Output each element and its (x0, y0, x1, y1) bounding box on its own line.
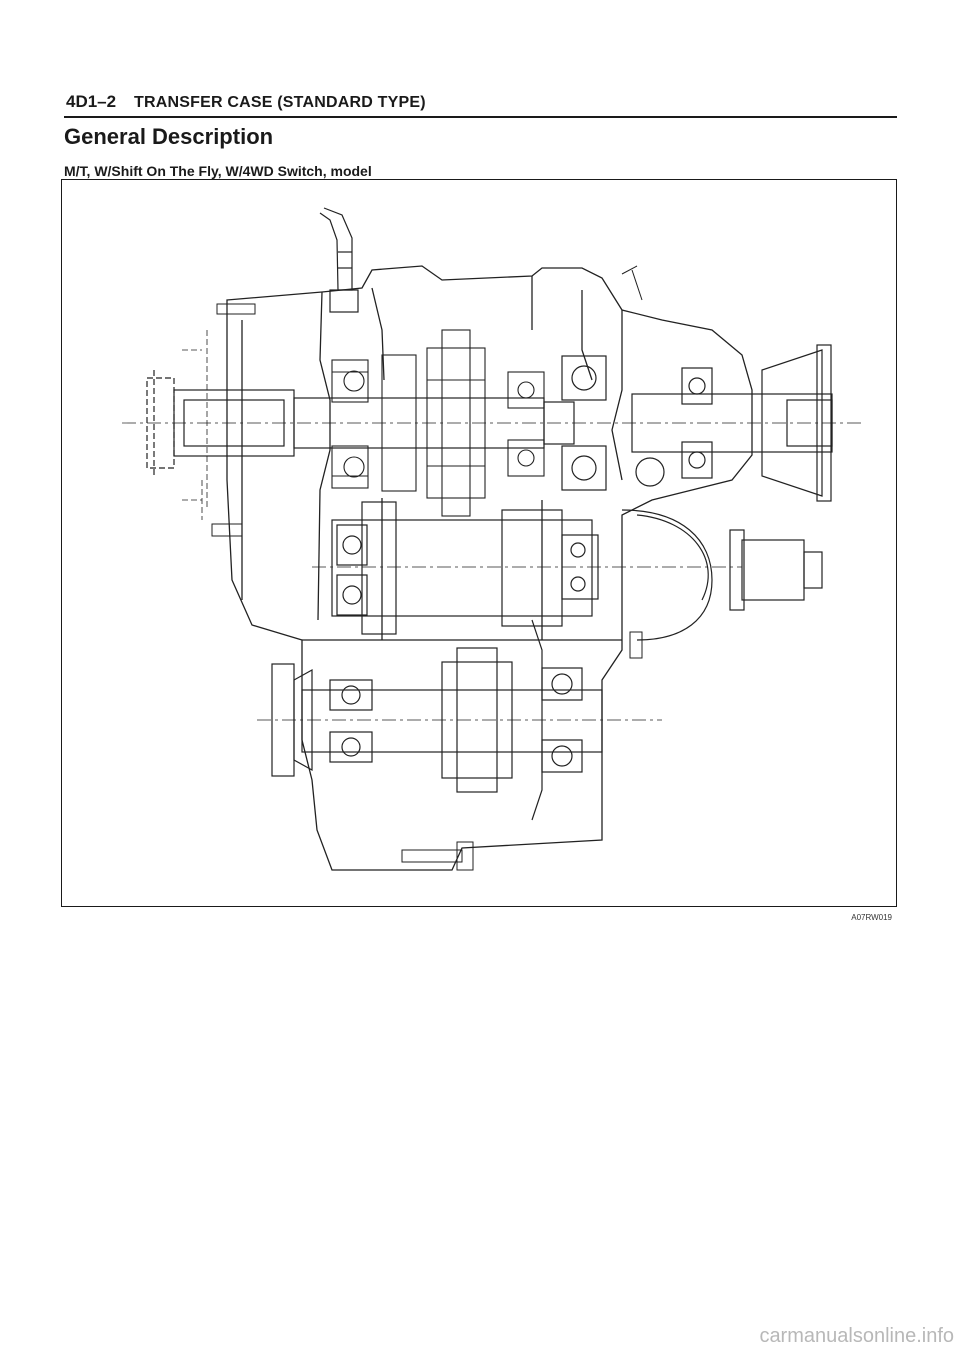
footer-watermark: carmanualsonline.info (759, 1325, 954, 1347)
page-number: 4D1–2 (66, 92, 117, 111)
4wd-switch (621, 509, 823, 641)
section-title: General Description (64, 124, 274, 149)
rear-output-shaft (271, 619, 603, 821)
housing-outline (226, 265, 753, 871)
front-output-shaft (561, 344, 833, 502)
fasteners (211, 265, 643, 871)
breather-pipe (319, 207, 359, 313)
transfer-case-drawing (122, 207, 862, 871)
input-shaft (146, 370, 575, 476)
figure-frame: A07RW019 (61, 179, 897, 922)
page-header: 4D1–2 TRANSFER CASE (STANDARD TYPE) (64, 88, 897, 118)
countershaft (331, 501, 599, 635)
chapter-title: TRANSFER CASE (STANDARD TYPE) (134, 94, 426, 111)
center-lines (122, 422, 862, 721)
input-bearings (331, 359, 545, 489)
model-caption: M/T, W/Shift On The Fly, W/4WD Switch, m… (64, 163, 372, 179)
flange-detail (182, 330, 208, 520)
figure-code: A07RW019 (851, 913, 892, 922)
range-gear (381, 329, 486, 517)
